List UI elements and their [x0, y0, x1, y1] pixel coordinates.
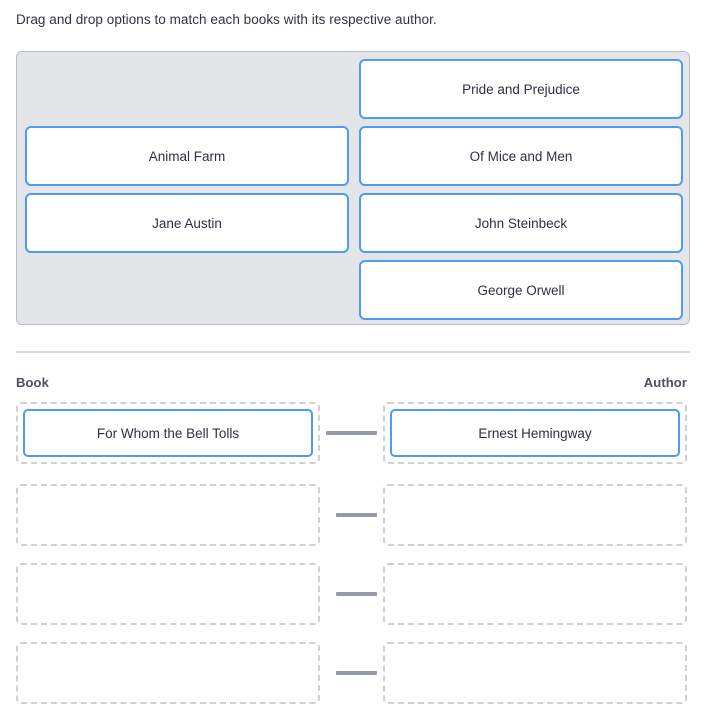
option-slot-left-3[interactable]: Jane Austin: [25, 193, 349, 253]
option-pool-panel: Animal Farm Jane Austin Pride and Prejud…: [16, 51, 690, 325]
match-row: [16, 484, 687, 546]
match-row: [16, 563, 687, 625]
drop-zone-author-2[interactable]: [383, 484, 687, 546]
option-pool-left-column: Animal Farm Jane Austin: [25, 59, 349, 317]
drop-zone-author-1[interactable]: Ernest Hemingway: [383, 402, 687, 464]
option-slot-right-2[interactable]: Of Mice and Men: [359, 126, 683, 186]
option-card-george-orwell[interactable]: George Orwell: [359, 260, 683, 320]
connector-line-3: [336, 592, 377, 596]
drop-zone-book-1[interactable]: For Whom the Bell Tolls: [16, 402, 320, 464]
drop-zone-book-4[interactable]: [16, 642, 320, 704]
option-card-of-mice-and-men[interactable]: Of Mice and Men: [359, 126, 683, 186]
column-header-book: Book: [16, 375, 49, 390]
option-slot-left-2[interactable]: Animal Farm: [25, 126, 349, 186]
option-card-john-steinbeck[interactable]: John Steinbeck: [359, 193, 683, 253]
option-slot-right-1[interactable]: Pride and Prejudice: [359, 59, 683, 119]
dropped-card-book-1[interactable]: For Whom the Bell Tolls: [23, 409, 313, 457]
option-card-jane-austin[interactable]: Jane Austin: [25, 193, 349, 253]
option-slot-right-3[interactable]: John Steinbeck: [359, 193, 683, 253]
option-slot-right-4[interactable]: George Orwell: [359, 260, 683, 320]
option-pool-grid: Animal Farm Jane Austin Pride and Prejud…: [25, 59, 683, 320]
connector-line-2: [336, 513, 377, 517]
option-card-animal-farm[interactable]: Animal Farm: [25, 126, 349, 186]
connector-line-4: [336, 671, 377, 675]
dropped-card-author-1[interactable]: Ernest Hemingway: [390, 409, 680, 457]
option-card-pride-and-prejudice[interactable]: Pride and Prejudice: [359, 59, 683, 119]
option-pool-right-column: Pride and Prejudice Of Mice and Men John…: [359, 59, 683, 320]
drop-zone-author-4[interactable]: [383, 642, 687, 704]
column-header-author: Author: [643, 375, 687, 390]
match-row: For Whom the Bell Tolls Ernest Hemingway: [16, 402, 687, 464]
connector-line-1: [326, 431, 377, 435]
match-row: [16, 642, 687, 704]
drop-zone-book-3[interactable]: [16, 563, 320, 625]
section-divider: [16, 351, 690, 353]
drop-zone-book-2[interactable]: [16, 484, 320, 546]
instruction-text: Drag and drop options to match each book…: [16, 12, 437, 27]
drop-zone-author-3[interactable]: [383, 563, 687, 625]
